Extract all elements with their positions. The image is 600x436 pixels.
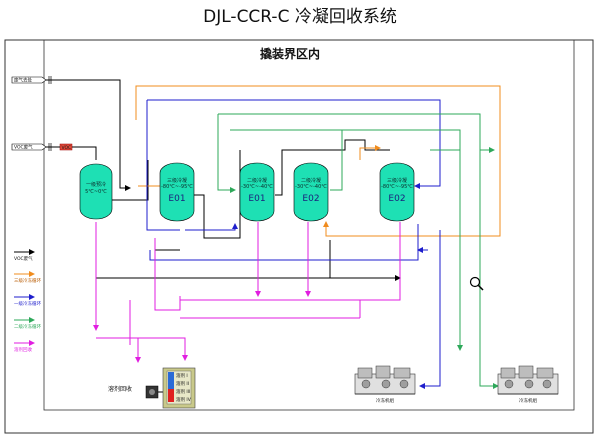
vessel-e01-secondary: 二级冷凝 -30℃~-40℃ E01 [239,162,275,222]
legend-item-recovery: 溶剂回收 [14,340,35,353]
chiller-unit-2: 冷冻机组 [497,365,559,404]
svg-text:E01: E01 [248,194,265,204]
svg-text:-80℃~-95℃: -80℃~-95℃ [161,184,193,190]
svg-text:一级冷冻循环: 一级冷冻循环 [14,300,41,307]
svg-text:三级冷凝: 三级冷凝 [387,177,407,184]
secondary-refrigerant-lines [217,113,499,389]
flange-marks [48,76,52,151]
vessel-e02-tertiary: 三级冷凝 -80℃~-95℃ E02 [379,162,415,222]
exhaust-outlet-tag: 废气去处 [11,77,47,84]
voc-inlet-tag: VOC废气 [11,144,47,151]
svg-text:-30℃~-40℃: -30℃~-40℃ [241,184,273,190]
svg-text:VOC废气: VOC废气 [14,144,33,151]
legend-item-voc: VOC废气 [14,249,35,262]
svg-text:冷冻机组: 冷冻机组 [519,397,537,404]
skid-boundary [43,39,575,411]
primary-refrigerant-lines [146,99,441,389]
svg-text:溶剂 IV: 溶剂 IV [176,396,192,403]
svg-text:VOC: VOC [62,145,72,151]
svg-text:5℃~0℃: 5℃~0℃ [85,189,107,195]
svg-text:E01: E01 [168,194,185,204]
svg-text:-80℃~-95℃: -80℃~-95℃ [381,184,413,190]
svg-text:三级冷冻循环: 三级冷冻循环 [14,277,41,284]
svg-text:二级冷凝: 二级冷凝 [301,177,321,184]
solvent-recovery-lines [93,222,401,363]
svg-text:三级冷凝: 三级冷凝 [167,177,187,184]
svg-text:溶剂 II: 溶剂 II [176,380,189,387]
svg-text:溶剂回收: 溶剂回收 [14,346,32,353]
solvent-recovery-label: 溶剂回收 [108,385,132,393]
legend-item-primary: 一级冷冻循环 [14,294,41,307]
svg-text:二级冷冻循环: 二级冷冻循环 [14,323,41,330]
legend-item-tertiary: 三级冷冻循环 [14,271,41,284]
magnifier-icon[interactable] [469,276,484,291]
svg-text:VOC废气: VOC废气 [14,255,33,262]
svg-text:E02: E02 [388,194,405,204]
svg-text:二级冷凝: 二级冷凝 [247,177,267,184]
pump-icon [145,385,163,399]
vessel-precooler: 一级预冷 5℃~0℃ [79,163,113,220]
skid-area-label: 撬装界区内 [260,46,320,61]
legend: VOC废气 三级冷冻循环 一级冷冻循环 二级冷冻循环 溶剂回收 [14,249,41,353]
chiller-unit-1: 冷冻机组 [354,365,416,404]
svg-text:废气去处: 废气去处 [14,77,32,84]
svg-text:-30℃~-40℃: -30℃~-40℃ [295,184,327,190]
svg-text:溶剂 I: 溶剂 I [176,372,188,379]
legend-item-secondary: 二级冷冻循环 [14,317,41,330]
svg-text:E02: E02 [302,194,319,204]
svg-text:溶剂 III: 溶剂 III [176,388,190,395]
svg-text:一级预冷: 一级预冷 [86,181,106,188]
vessel-e02-secondary: 二级冷凝 -30℃~-40℃ E02 [293,162,329,222]
diagram-title: DJL-CCR-C 冷凝回收系统 [203,7,397,27]
svg-text:冷冻机组: 冷冻机组 [376,397,394,404]
solvent-tank-cabinet: 溶剂 I 溶剂 II 溶剂 III 溶剂 IV [162,367,196,409]
vessel-e01-tertiary: 三级冷凝 -80℃~-95℃ E01 [159,162,195,222]
